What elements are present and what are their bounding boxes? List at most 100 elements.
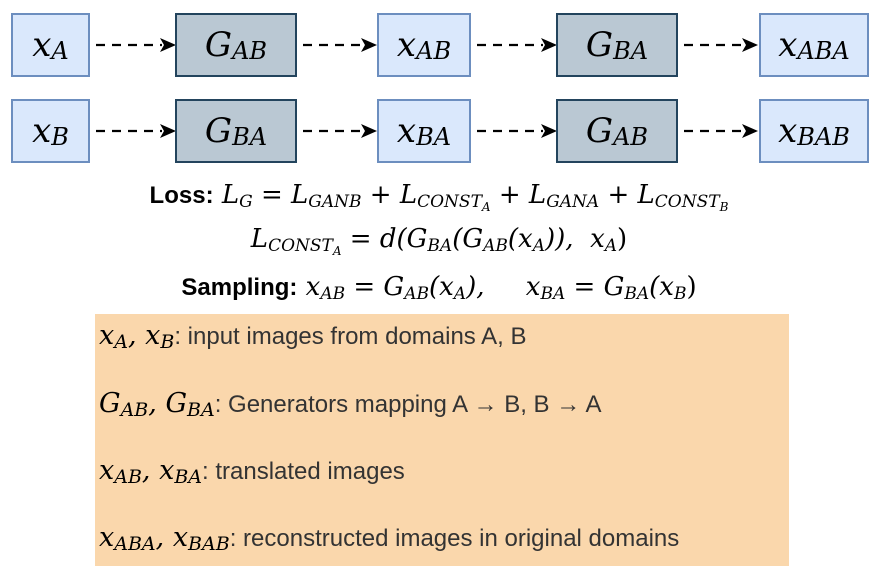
sampling-g2-sub: BA <box>624 284 650 304</box>
const-lhs-sub-text: CONST <box>268 236 333 256</box>
sampling-g1-sub: AB <box>404 284 429 304</box>
loss-t4-sub-text: CONST <box>654 192 720 212</box>
legend-3-sym1: x <box>99 522 115 553</box>
node-x-bab-sub: BAB <box>797 123 850 151</box>
loss-t1: L <box>291 180 309 210</box>
loss-t4: L <box>637 180 655 210</box>
loss-eq: = <box>252 180 292 210</box>
legend-item-translated: xAB, xBA: translated images <box>99 455 405 488</box>
legend-3-sym2: x <box>172 522 189 553</box>
legend-3-text: : reconstructed images in original domai… <box>229 525 680 552</box>
arrow-b3 <box>477 124 557 138</box>
legend-1-sym1: G <box>99 388 121 419</box>
const-arg-sub: A <box>532 236 545 256</box>
loss-t2-sub: CONSTA <box>417 192 491 214</box>
node-g-ba-2-base: G <box>204 111 233 151</box>
legend-0-sub2: B <box>160 331 175 353</box>
legend-sym: xABA, xBAB <box>99 522 230 555</box>
arrow-a1 <box>96 38 176 52</box>
legend-1-sub1: AB <box>120 399 149 421</box>
legend-box: xA, xB: input images from domains A, B G… <box>95 314 789 566</box>
legend-1-sep: , <box>148 388 166 419</box>
node-x-a-sub: A <box>51 37 69 65</box>
legend-sym: xA, xB <box>99 320 175 353</box>
node-g-ab-2-sub: AB <box>613 123 649 151</box>
legend-0-sub1: A <box>114 331 128 353</box>
arrow-b4 <box>684 124 758 138</box>
sampling-x2-sub: BA <box>540 284 566 304</box>
node-g-ba-1-sub: BA <box>613 37 649 65</box>
loss-plus-1: + <box>361 180 400 210</box>
legend-2-sub2: BA <box>174 466 203 488</box>
sampling-close1: ), x <box>466 272 541 302</box>
node-g-ab-1-sub: AB <box>232 37 268 65</box>
legend-sym: GAB, GBA <box>99 388 215 421</box>
loss-equation: Loss: LG = LGANB + LCONSTA + LGANA + LCO… <box>0 180 878 214</box>
const-rhs: = d(G <box>341 224 428 254</box>
loss-t3-sub: GANA <box>546 192 600 212</box>
sampling-eq2: = G <box>565 272 625 302</box>
const-equation: LCONSTA = d(GBA(GAB(xA)), xA) <box>0 224 878 258</box>
sampling-close2: ) <box>686 272 697 302</box>
loss-plus-3: + <box>599 180 638 210</box>
node-g-ab-2-base: G <box>585 111 614 151</box>
legend-2-sep: , <box>141 455 160 486</box>
sampling-x1: x <box>305 272 321 302</box>
loss-t3: L <box>528 180 547 210</box>
node-g-ba-2-sub: BA <box>232 123 268 151</box>
loss-t4-subsub: B <box>719 200 729 214</box>
const-g1-sub: BA <box>427 236 453 256</box>
legend-3-sub1: ABA <box>114 533 156 555</box>
node-x-b-sub: B <box>51 123 69 151</box>
sampling-arg2-sub: B <box>673 284 687 304</box>
legend-item-generators: GAB, GBA: Generators mapping A → B, B → … <box>99 388 602 421</box>
const-lhs-sub: CONSTA <box>268 236 341 258</box>
loss-t1-sub: GANB <box>308 192 362 212</box>
sampling-equation: Sampling: xAB = GAB(xA), xBA = GBA(xB) <box>0 272 878 304</box>
legend-2-sym1: x <box>99 455 115 486</box>
legend-item-reconstructed: xABA, xBAB: reconstructed images in orig… <box>99 522 680 555</box>
legend-item-inputs: xA, xB: input images from domains A, B <box>99 320 527 353</box>
node-x-aba-base: x <box>778 25 798 65</box>
loss-lhs: L <box>221 180 240 210</box>
loss-t2-sub-text: CONST <box>417 192 482 212</box>
node-g-ba-1-base: G <box>585 25 614 65</box>
loss-t2-subsub: A <box>481 200 491 214</box>
legend-3-sub2: BAB <box>188 533 230 555</box>
arrow-a4 <box>684 38 758 52</box>
loss-t4-sub: CONSTB <box>654 192 729 214</box>
sampling-arg1-sub: A <box>453 284 467 304</box>
const-mid: (G <box>452 224 484 254</box>
arrow-a3 <box>477 38 557 52</box>
loss-plus-2: + <box>490 180 529 210</box>
legend-0-text: : input images from domains A, B <box>174 323 527 350</box>
legend-0-sym1: x <box>99 320 115 351</box>
loss-lhs-sub: G <box>239 192 253 212</box>
node-x-ba-sub: BA <box>416 123 452 151</box>
legend-3-sep: , <box>155 522 173 553</box>
legend-1-sym2: G <box>165 388 188 419</box>
node-g-ab-1-base: G <box>204 25 233 65</box>
node-x-bab-base: x <box>778 111 798 151</box>
const-g2-sub: AB <box>483 236 508 256</box>
sampling-x1-sub: AB <box>320 284 346 304</box>
legend-1-sub2: BA <box>187 399 215 421</box>
sampling-label: Sampling: <box>181 274 298 301</box>
node-x-aba-sub: ABA <box>797 37 850 65</box>
node-x-b-base: x <box>32 111 52 151</box>
legend-0-sep: , <box>127 320 146 351</box>
legend-2-sym2: x <box>159 455 175 486</box>
node-x-a-base: x <box>32 25 52 65</box>
legend-1-text: : Generators mapping A → B, B → A <box>214 391 602 418</box>
const-end: ) <box>617 224 628 254</box>
const-lhs: L <box>250 224 269 254</box>
const-arg: (x <box>507 224 533 254</box>
legend-sym: xAB, xBA <box>99 455 203 488</box>
